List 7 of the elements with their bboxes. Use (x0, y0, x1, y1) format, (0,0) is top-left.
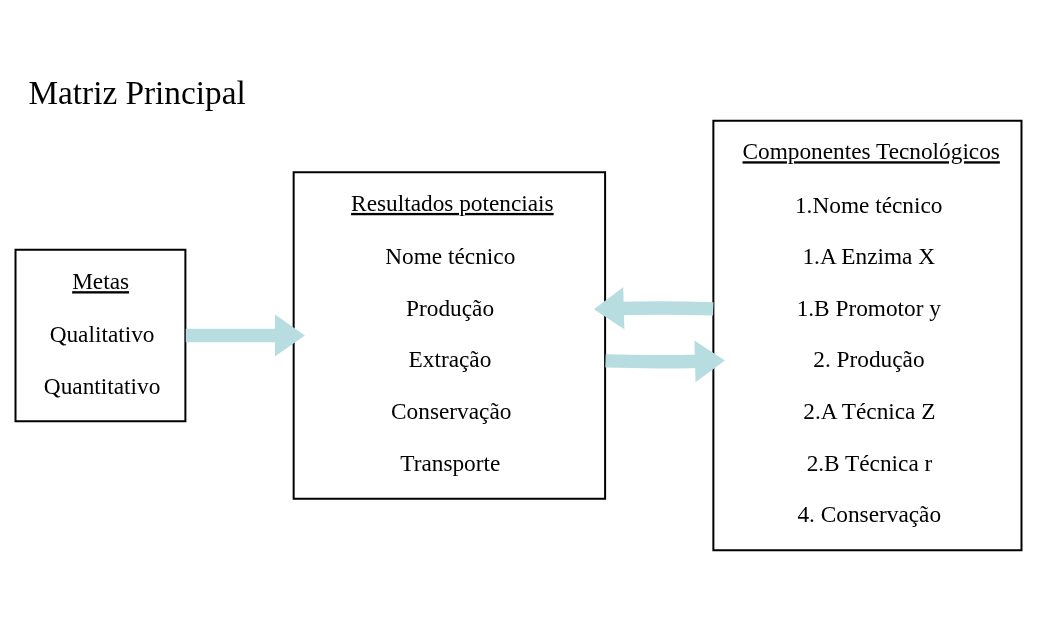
node-box: Componentes Tecnológicos 1.Nome técnico 1.A Enzima X 1.B Promotor y 2. Produção 2.A Técnica Z 2.B Técnica r 4. Conservação (712, 119, 1023, 552)
arrow (185, 314, 305, 357)
arrow (605, 340, 725, 383)
node-box: Metas Qualitativo Quantitativo (14, 248, 187, 423)
arrow (593, 287, 714, 330)
diagram-title: Matriz Principal (28, 73, 246, 111)
node-box: Resultados potenciais Nome técnico Produção Extração Conservação Transporte (292, 171, 607, 500)
